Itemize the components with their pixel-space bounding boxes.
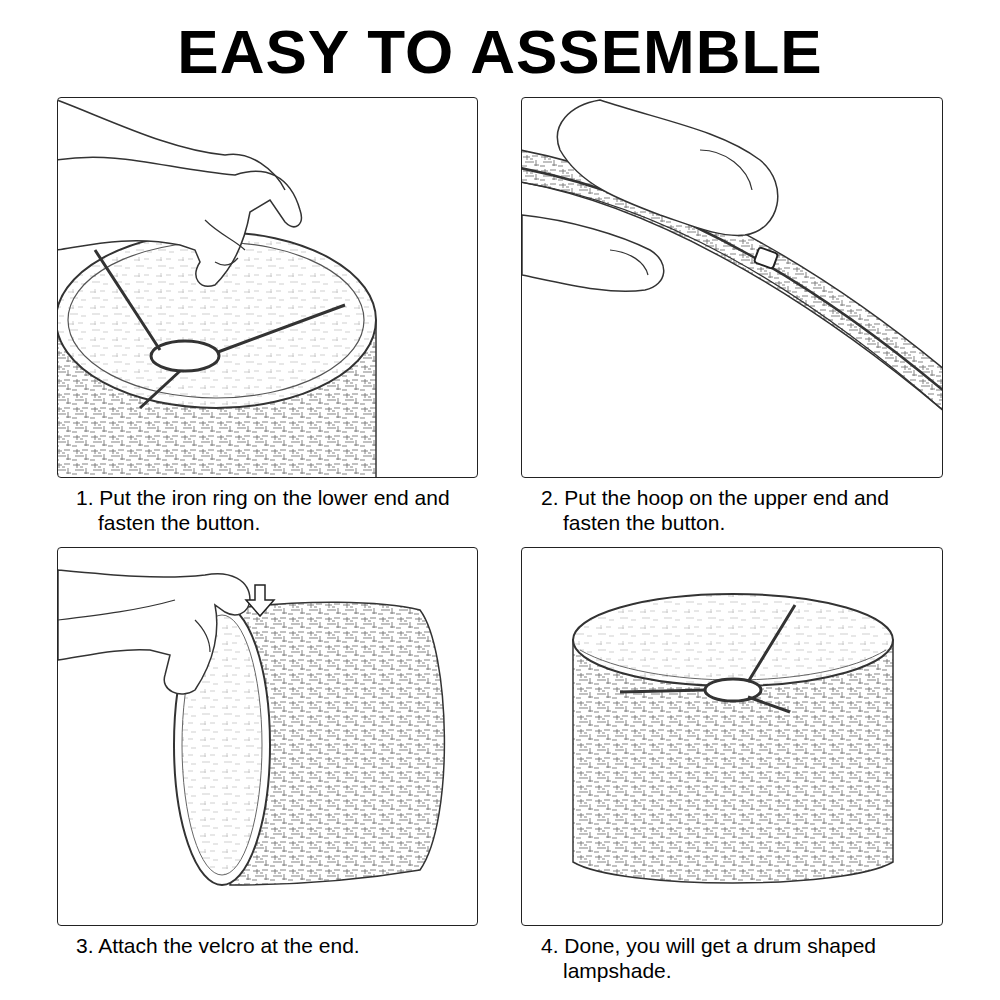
step-caption: 4. Done, you will get a drum shaped lamp… <box>541 933 941 983</box>
step-four-art <box>573 594 893 883</box>
step-caption: 2. Put the hoop on the upper end and fas… <box>541 485 941 535</box>
step-panel: 2. Put the hoop on the upper end and fas… <box>521 97 943 478</box>
step-panel: 1. Put the iron ring on the lower end an… <box>57 97 478 478</box>
step-panel: 3. Attach the velcro at the end. <box>57 547 478 926</box>
page-title: EASY TO ASSEMBLE <box>0 16 1000 87</box>
step-one-art <box>58 100 376 477</box>
step-three-art <box>58 570 444 885</box>
step-caption: 1. Put the iron ring on the lower end an… <box>76 485 476 535</box>
step-panel: 4. Done, you will get a drum shaped lamp… <box>521 547 943 926</box>
step-caption: 3. Attach the velcro at the end. <box>76 933 476 958</box>
step-two-art <box>522 98 942 477</box>
